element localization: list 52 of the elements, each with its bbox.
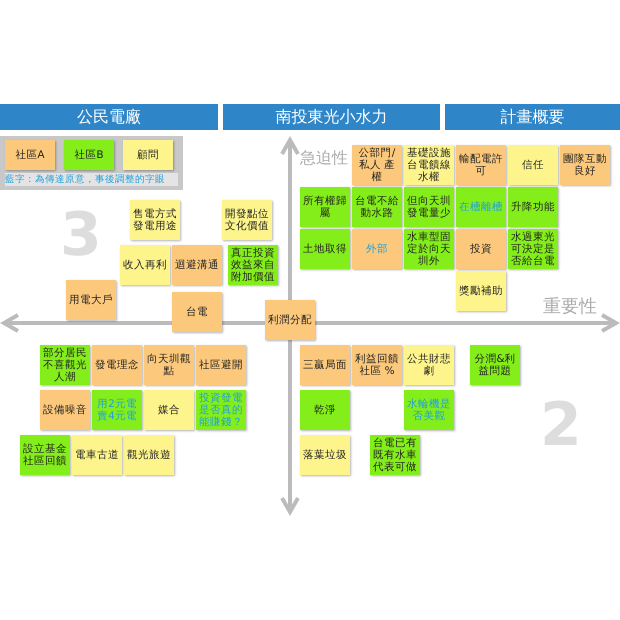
sticky-note: 迴避溝通 bbox=[172, 245, 222, 285]
sticky-note: 基礎設施台電饋線水權 bbox=[404, 145, 454, 185]
sticky-note: 在槽離槽 bbox=[456, 187, 506, 227]
sticky-note: 但向天圳發電量少 bbox=[404, 187, 454, 227]
sticky-note: 投資 bbox=[456, 229, 506, 269]
sticky-note: 外部 bbox=[352, 229, 402, 269]
sticky-note: 分潤&利益問題 bbox=[470, 345, 520, 385]
sticky-note: 公部門/私人 產權 bbox=[352, 145, 402, 185]
section-header: 計畫概要 bbox=[445, 104, 620, 130]
sticky-note: 水車型固定於向天圳外 bbox=[404, 229, 454, 269]
sticky-note: 投資發電是否真的能賺錢？ bbox=[196, 390, 246, 430]
legend-note: 社區A bbox=[5, 140, 55, 170]
sticky-note: 用電大戶 bbox=[66, 280, 116, 320]
sticky-note: 用2元電賣4元電 bbox=[92, 390, 142, 430]
sticky-note: 水輪機是否美觀 bbox=[404, 390, 454, 430]
sticky-note: 三贏局面 bbox=[300, 345, 350, 385]
sticky-note: 售電方式發電用途 bbox=[130, 200, 180, 240]
sticky-note: 獎勵補助 bbox=[456, 271, 506, 311]
sticky-note: 信任 bbox=[508, 145, 558, 185]
sticky-note: 團隊互動良好 bbox=[560, 145, 610, 185]
sticky-note: 利潤分配 bbox=[265, 300, 315, 340]
sticky-note: 台電 bbox=[172, 292, 222, 332]
sticky-note: 輸配電許可 bbox=[456, 145, 506, 185]
sticky-note: 設立基金社區回饋 bbox=[20, 435, 70, 475]
sticky-note: 升降功能 bbox=[508, 187, 558, 227]
legend-note: 社區B bbox=[64, 140, 114, 170]
sticky-note: 公共財悲劇 bbox=[404, 345, 454, 385]
sticky-note: 觀光旅遊 bbox=[124, 435, 174, 475]
sticky-note: 向天圳觀點 bbox=[144, 345, 194, 385]
legend-caption: 藍字：為傳達原意，事後調整的字眼 bbox=[5, 173, 178, 186]
section-header: 南投東光小水力 bbox=[223, 104, 440, 130]
sticky-note: 水過東光可決定是否給台電 bbox=[508, 229, 558, 269]
sticky-note: 開發點位文化價值 bbox=[222, 200, 272, 240]
sticky-note: 利益回饋社區 % bbox=[352, 345, 402, 385]
sticky-note: 落葉垃圾 bbox=[300, 435, 350, 475]
section-header: 公民電廠 bbox=[0, 104, 218, 130]
axis-label: 重要性 bbox=[543, 298, 597, 316]
sticky-note: 真正投資效益來自附加價值 bbox=[228, 245, 278, 285]
sticky-note: 發電理念 bbox=[92, 345, 142, 385]
sticky-note: 台電不給動水路 bbox=[352, 187, 402, 227]
sticky-note: 部分居民不喜觀光人潮 bbox=[40, 345, 90, 385]
sticky-note: 媒合 bbox=[144, 390, 194, 430]
sticky-note: 台電已有既有水車代表可做 bbox=[370, 435, 420, 475]
sticky-note: 收入再利 bbox=[120, 245, 170, 285]
sticky-note: 電車古道 bbox=[72, 435, 122, 475]
sticky-note: 設備噪音 bbox=[40, 390, 90, 430]
sticky-note: 所有權歸屬 bbox=[300, 187, 350, 227]
sticky-note: 土地取得 bbox=[300, 229, 350, 269]
legend-note: 顧問 bbox=[123, 140, 173, 170]
sticky-note: 乾淨 bbox=[300, 390, 350, 430]
axis-label: 急迫性 bbox=[300, 150, 348, 166]
sticky-note: 社區避開 bbox=[196, 345, 246, 385]
